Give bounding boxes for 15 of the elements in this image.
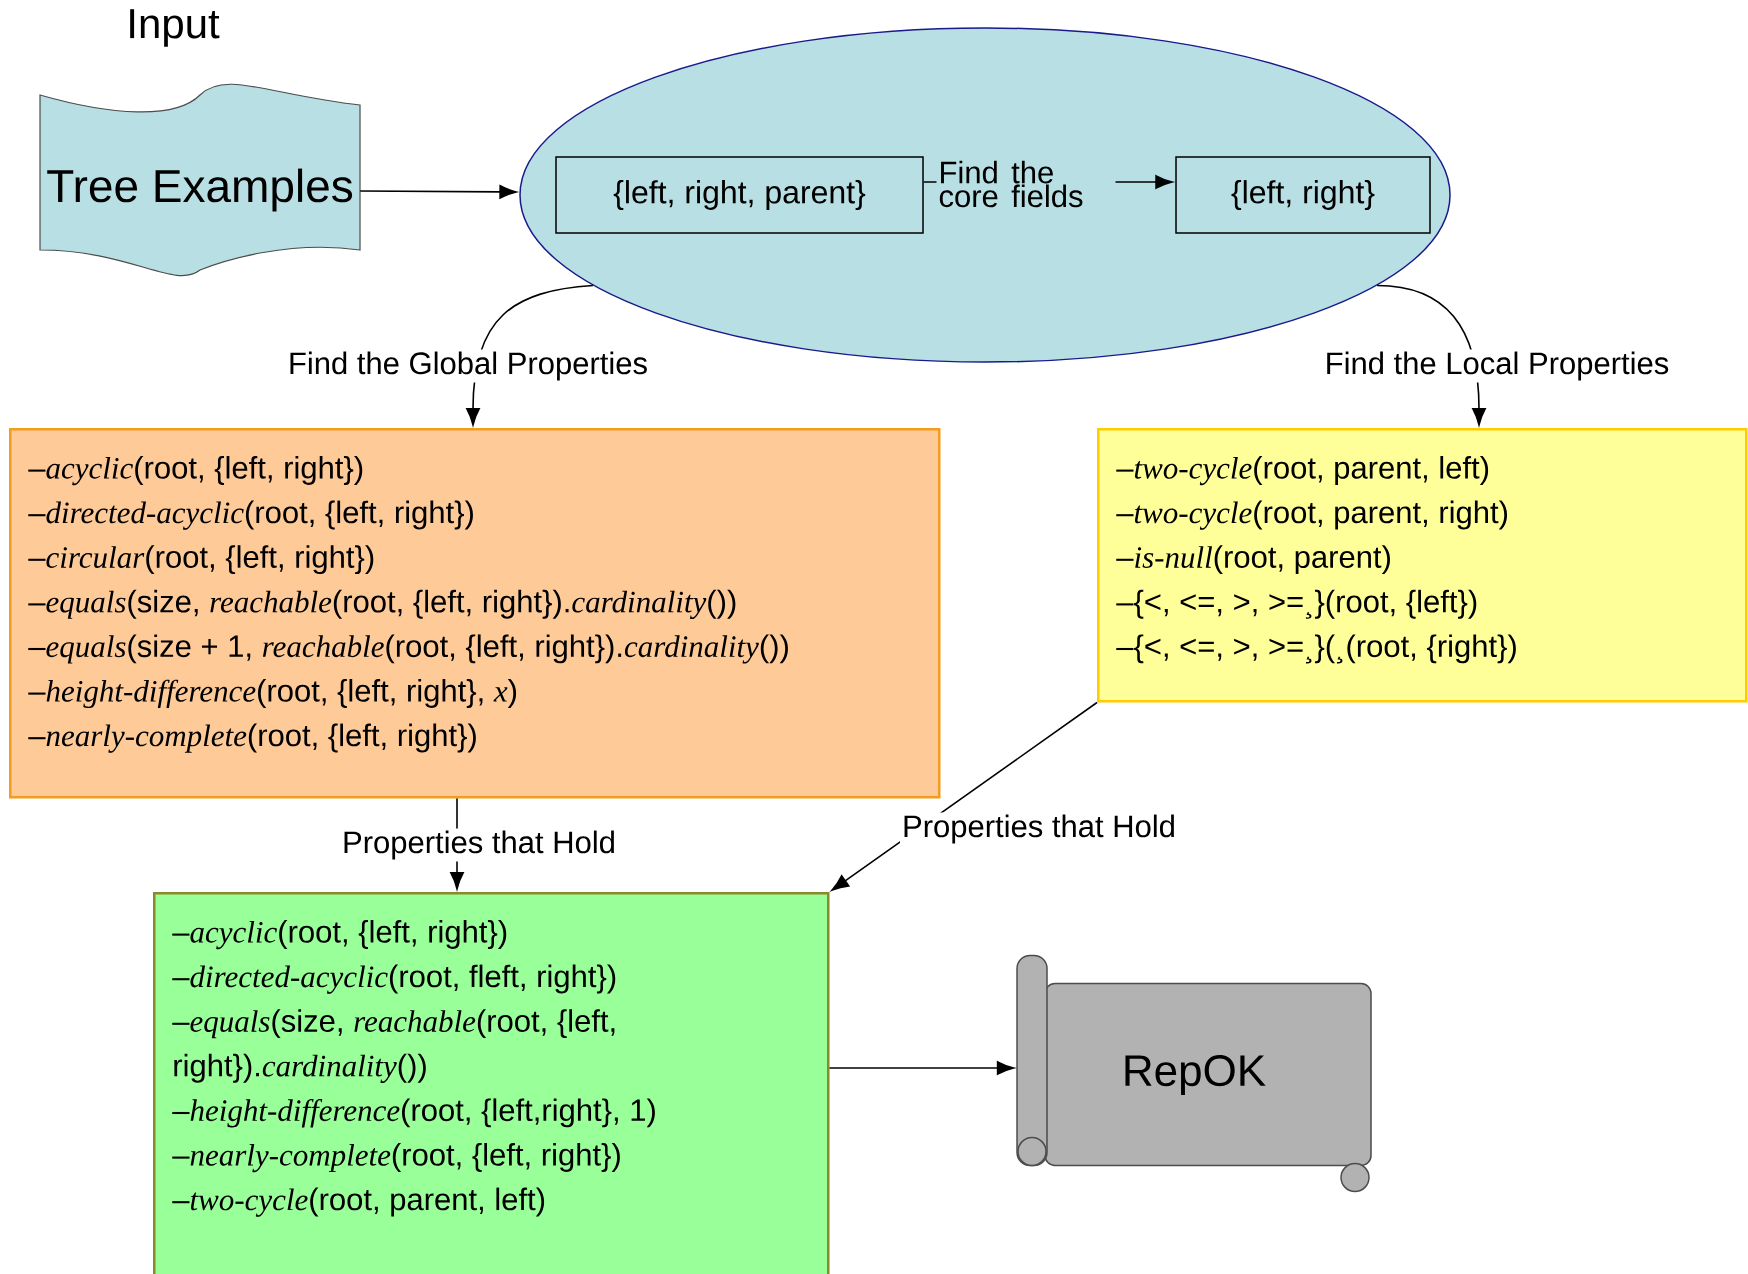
arrow xyxy=(359,185,517,199)
edge-label: Find the Local Properties xyxy=(1322,349,1672,383)
property-box: –two-cycle(root, parent, left) –two-cycle(root, parent, right) –is-null(root, parent) –{<, <=, >, >=¸}(root, {left}) –{<, <=, >, >=¸}(¸(root, {right}) xyxy=(1097,428,1748,703)
field-box: {left, right, parent} xyxy=(555,156,924,234)
arrow xyxy=(828,1061,1015,1075)
edge-label: Find the Global Properties xyxy=(285,349,651,383)
edge-label: Find the core fields xyxy=(936,158,1116,210)
arrow xyxy=(1376,284,1486,426)
arrow xyxy=(466,284,594,426)
field-box: {left, right} xyxy=(1175,156,1431,234)
edge-label: Properties that Hold xyxy=(340,828,618,862)
heading: Input xyxy=(130,9,220,47)
edge-label: Properties that Hold xyxy=(900,812,1178,846)
property-box: –acyclic(root, {left, right}) –directed-acyclic(root, {left, right}) –circular(root, {left, right}) –equals(size, reachable(root, {left, right}).cardinality()) –equals(size + 1, reachable(root, {left, right}).cardinality()) –height-difference(root, {left, right}, x) –nearly-complete(root, {left, right}) xyxy=(9,428,941,799)
property-box: –acyclic(root, {left, right}) –directed-acyclic(root, fleft, right}) –equals(size, reachable(root, {left, right}).cardinality()) –height-difference(root, {left,right}, 1) –nearly-complete(root, {left, right}) –two-cycle(root, parent, left) xyxy=(153,892,830,1274)
